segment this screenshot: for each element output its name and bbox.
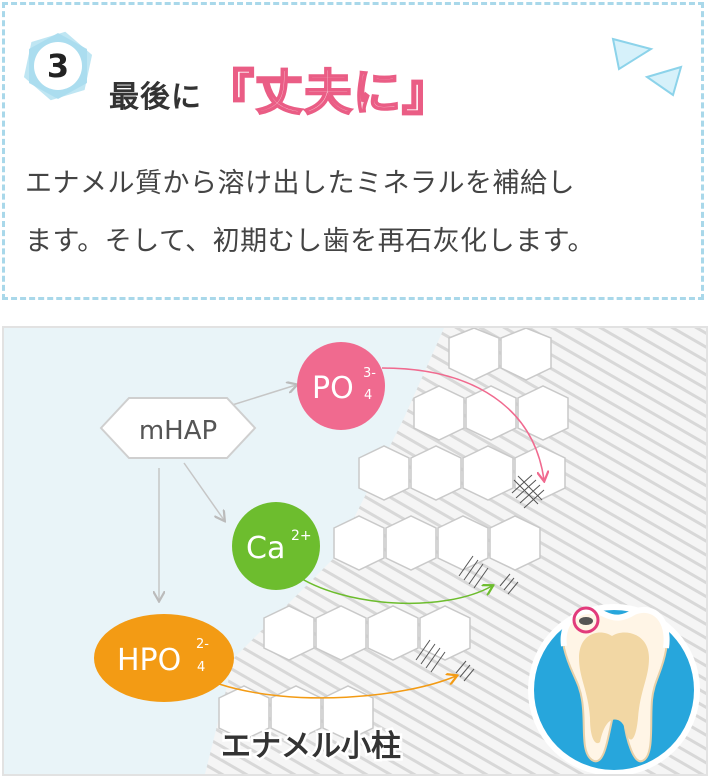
connector-arrows — [159, 385, 296, 600]
diagram-canvas: mHAP PO 3- 4 Ca 2+ HPO 2- 4 エナメル小柱 — [94, 328, 706, 774]
hpo4-flow-arrow — [218, 676, 456, 699]
remineralization-diagram: mHAP PO 3- 4 Ca 2+ HPO 2- 4 エナメル小柱 — [2, 326, 708, 776]
description-line-2: ます。そして、初期むし歯を再石灰化します。 — [25, 226, 595, 257]
mhap-label: mHAP — [139, 416, 217, 446]
po4-flow-arrow — [381, 367, 544, 480]
po4-charge: 3- — [363, 366, 376, 381]
po4-subscript: 4 — [364, 388, 372, 403]
title-main: 最後に — [109, 80, 202, 115]
mhap-node: mHAP — [99, 397, 257, 459]
ca-charge: 2+ — [291, 528, 312, 544]
enamel-rod-caption: エナメル小柱 — [221, 729, 401, 764]
hpo4-charge: 2- — [196, 637, 209, 652]
tooth-icon — [528, 604, 700, 774]
hpo4-ion: HPO 2- 4 — [94, 614, 234, 702]
hpo4-subscript: 4 — [197, 660, 205, 675]
hpo4-label: HPO — [117, 643, 181, 678]
ca-label: Ca — [246, 531, 285, 566]
po4-ion: PO 3- 4 — [297, 342, 385, 430]
decorative-triangles-icon — [611, 37, 683, 97]
description-line-1: エナメル質から溶け出したミネラルを補給し — [25, 168, 575, 199]
step-badge: 3 — [23, 31, 93, 101]
description: エナメル質から溶け出したミネラルを補給し ます。そして、初期むし歯を再石灰化しま… — [25, 155, 685, 271]
ca-ion: Ca 2+ — [232, 502, 320, 590]
title: 最後に 『丈夫に』 — [109, 39, 451, 119]
info-card: 3 最後に 『丈夫に』 エナメル質から溶け出したミネラルを補給し ます。そして、… — [2, 2, 704, 300]
title-emphasis: 『丈夫に』 — [205, 65, 452, 121]
po4-label: PO — [312, 371, 354, 406]
step-number: 3 — [47, 47, 69, 85]
ca-flow-arrow — [293, 573, 492, 604]
